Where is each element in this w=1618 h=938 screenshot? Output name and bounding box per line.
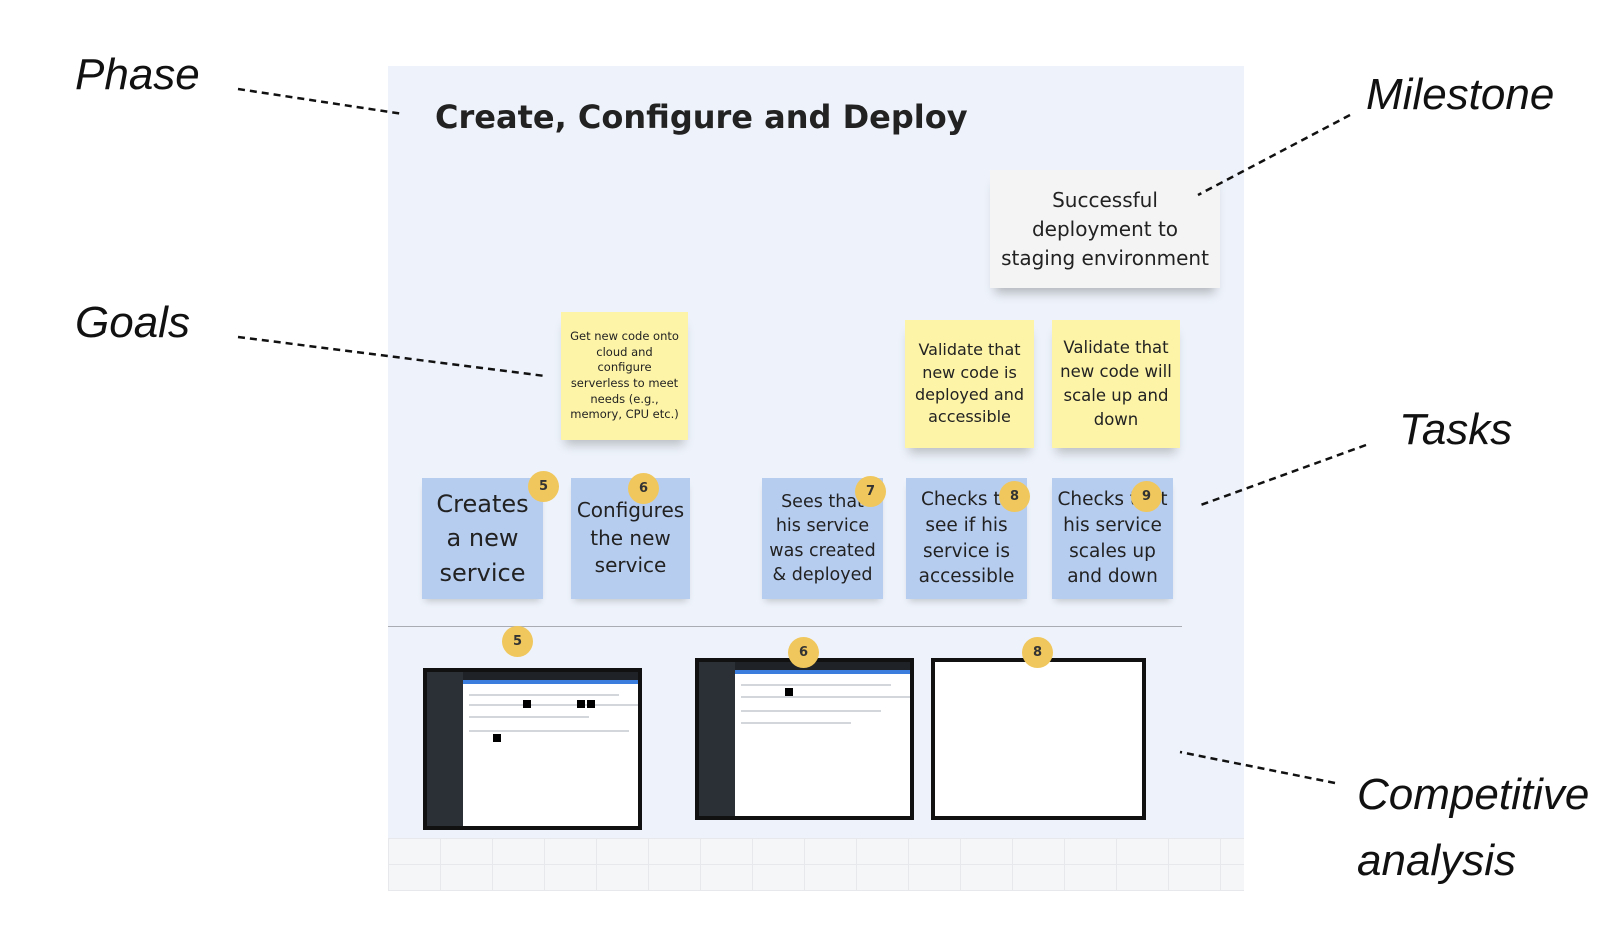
label-phase: Phase <box>75 50 200 99</box>
task-badge-5: 5 <box>528 471 559 502</box>
leader-line-competitive <box>1179 750 1336 785</box>
screenshot-badge-5: 5 <box>502 626 533 657</box>
task-note-create-service[interactable]: Creates a new service <box>422 478 543 599</box>
task-badge-6: 6 <box>628 473 659 504</box>
task-badge-8: 8 <box>999 481 1030 512</box>
task-note-checks-accessible[interactable]: Checks to see if his service is accessib… <box>906 478 1027 599</box>
goal-note-3[interactable]: Validate that new code will scale up and… <box>1052 320 1180 448</box>
competitor-screenshot-3[interactable] <box>931 658 1146 820</box>
goal-note-2[interactable]: Validate that new code is deployed and a… <box>905 320 1034 448</box>
goal-note-1[interactable]: Get new code onto cloud and configure se… <box>561 312 688 440</box>
screenshot-badge-6: 6 <box>788 637 819 668</box>
leader-line-milestone <box>1197 113 1351 197</box>
phase-title: Create, Configure and Deploy <box>435 98 968 136</box>
board-grid-area <box>388 838 1244 891</box>
competitor-screenshot-1[interactable] <box>423 668 642 830</box>
label-goals: Goals <box>75 298 190 347</box>
leader-line-goals <box>237 335 546 378</box>
leader-line-tasks <box>1197 443 1367 508</box>
label-tasks: Tasks <box>1399 405 1513 454</box>
label-milestone: Milestone <box>1366 70 1555 119</box>
milestone-note[interactable]: Successful deployment to staging environ… <box>990 170 1220 288</box>
label-competitive-analysis: Competitive analysis <box>1357 762 1589 894</box>
screenshot-badge-8: 8 <box>1022 637 1053 668</box>
section-divider <box>388 626 1182 627</box>
label-competitive-line1: Competitive <box>1357 770 1590 819</box>
label-competitive-line2: analysis <box>1357 836 1516 885</box>
task-badge-9: 9 <box>1131 481 1162 512</box>
leader-line-phase <box>237 87 404 116</box>
task-badge-7: 7 <box>855 476 886 507</box>
